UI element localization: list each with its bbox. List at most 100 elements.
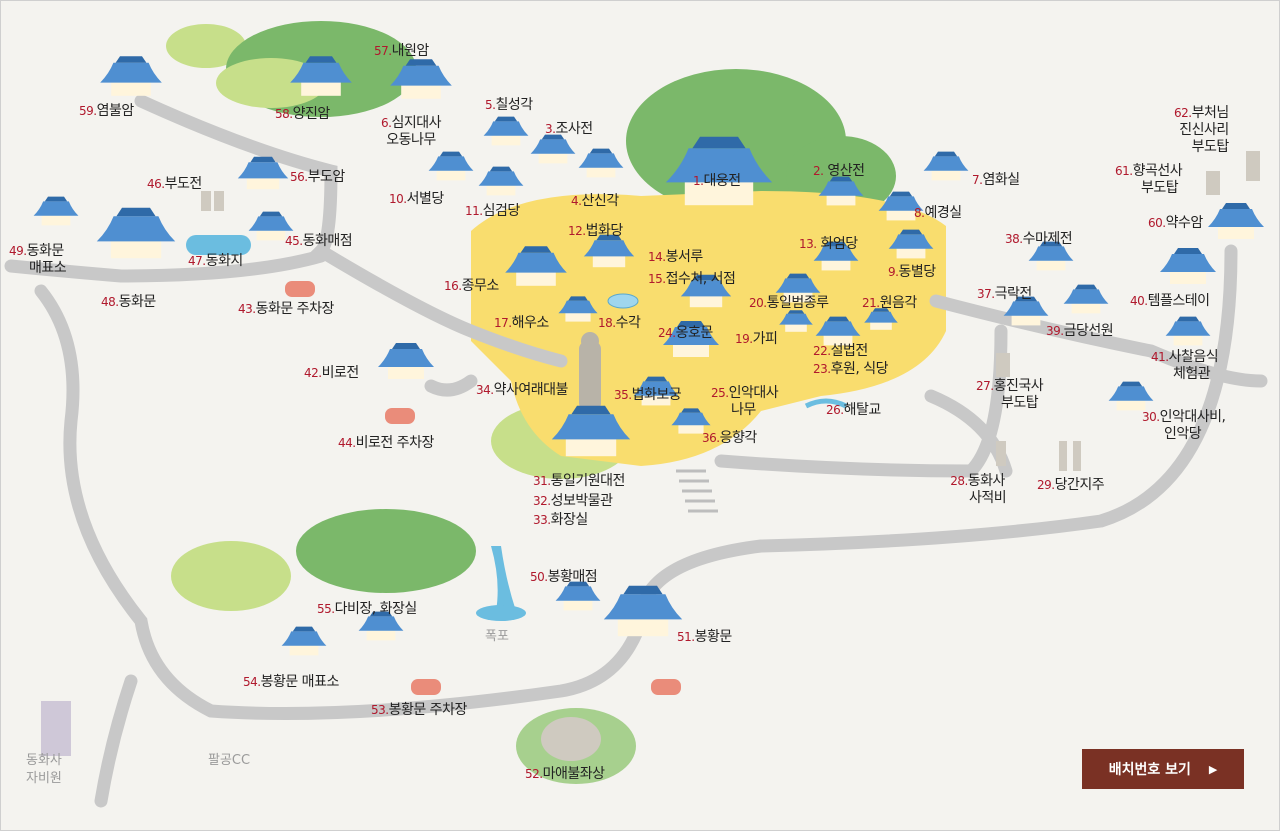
label-bonghwang-store[interactable]: 50.봉황매점 xyxy=(530,569,598,585)
building-icon xyxy=(888,229,934,259)
label-hwaeomdang[interactable]: 13. 화엄당 xyxy=(799,236,858,252)
building-icon xyxy=(633,376,679,406)
building-icon xyxy=(680,274,732,308)
roads xyxy=(4,94,1268,808)
label-dabijang[interactable]: 55.다비장, 화장실 xyxy=(317,601,417,617)
label-budojeon[interactable]: 46.부도전 xyxy=(147,176,202,192)
label-seolbeopjeon[interactable]: 22.설법전 xyxy=(813,343,868,359)
building-icon xyxy=(1208,203,1264,239)
building-icon xyxy=(1108,381,1154,411)
label-tongil-bell[interactable]: 20.통일범종루 xyxy=(749,295,829,311)
donghwaji-pond xyxy=(186,235,251,255)
building-icon xyxy=(1028,241,1074,271)
building-icon xyxy=(1165,316,1211,346)
label-yegyeongsil[interactable]: 8.예경실 xyxy=(914,205,962,221)
label-dongbyeoldang[interactable]: 9.동별당 xyxy=(888,264,936,280)
arrow-right-icon: ▶ xyxy=(1208,762,1218,776)
label-golf: 팔공CC xyxy=(208,753,251,768)
building-icon xyxy=(96,207,176,259)
building-icon xyxy=(505,246,567,286)
label-yaksuam[interactable]: 60.약수암 xyxy=(1148,215,1203,231)
label-tongil-daejeon[interactable]: 31.통일기원대전 xyxy=(533,473,625,489)
label-josajeon[interactable]: 3.조사전 xyxy=(545,121,593,137)
label-waterfall: 폭포 xyxy=(485,629,509,644)
label-haetalgyo[interactable]: 26.해탈교 xyxy=(826,402,881,418)
building-icon xyxy=(1160,248,1216,284)
label-sugak[interactable]: 18.수각 xyxy=(598,315,641,331)
label-bongseoru[interactable]: 14.봉서루 xyxy=(648,249,703,265)
building-icon xyxy=(478,166,524,196)
label-bonghwangmun[interactable]: 51.봉황문 xyxy=(677,629,732,645)
label-museum[interactable]: 32.성보박물관 xyxy=(533,493,613,509)
label-bonghwangmun-parking[interactable]: 53.봉황문 주차장 xyxy=(371,702,467,718)
label-yeomhwasil[interactable]: 7.염화실 xyxy=(972,172,1020,188)
show-numbers-button[interactable]: 배치번호 보기 ▶ xyxy=(1082,749,1244,789)
label-huwon[interactable]: 23.후원, 식당 xyxy=(813,361,889,377)
buildings xyxy=(33,56,1264,656)
label-birojeon[interactable]: 42.비로전 xyxy=(304,365,359,381)
label-gapi[interactable]: 19.가피 xyxy=(735,331,778,347)
building-icon xyxy=(390,59,452,99)
label-sumajejeon[interactable]: 38.수마제전 xyxy=(1005,231,1073,247)
label-reception[interactable]: 15.접수처, 서점 xyxy=(648,271,736,287)
label-donghwamun[interactable]: 48.동화문 xyxy=(101,294,156,310)
building-icon xyxy=(671,408,711,434)
building-icon xyxy=(813,241,859,271)
label-templestay[interactable]: 40.템플스테이 xyxy=(1130,293,1210,309)
label-chilseonggak[interactable]: 5.칠성각 xyxy=(485,97,533,113)
building-icon xyxy=(663,321,719,357)
label-haeuso[interactable]: 17.해우소 xyxy=(494,315,549,331)
label-bonghwangmun-ticket[interactable]: 54.봉황문 매표소 xyxy=(243,674,339,690)
label-sansingak[interactable]: 4.산신각 xyxy=(571,193,619,209)
label-donghwa-store[interactable]: 45.동화매점 xyxy=(285,233,353,249)
label-geungnakjeon[interactable]: 37.극락전 xyxy=(977,286,1032,302)
label-seobyeoldang[interactable]: 10.서별당 xyxy=(389,191,444,207)
label-simgeomdang[interactable]: 11.심검당 xyxy=(465,203,520,219)
show-numbers-label: 배치번호 보기 xyxy=(1108,762,1191,778)
building-icon xyxy=(100,56,162,96)
label-birojeon-parking[interactable]: 44.비로전 주차장 xyxy=(338,435,434,451)
label-maaebul[interactable]: 52.마애불좌상 xyxy=(525,766,605,782)
label-restroom[interactable]: 33.화장실 xyxy=(533,512,588,528)
label-beophwabogung[interactable]: 35.법화보궁 xyxy=(614,387,682,403)
label-onghomun[interactable]: 24.옹호문 xyxy=(658,325,713,341)
waterfall xyxy=(491,546,516,611)
label-jabiwon-2: 자비원 xyxy=(26,771,62,786)
building-icon xyxy=(864,308,898,330)
label-danggan[interactable]: 29.당간지주 xyxy=(1037,477,1105,493)
building-icon xyxy=(578,148,624,178)
label-daeungjeon[interactable]: 1.대웅전 xyxy=(693,173,741,189)
building-icon xyxy=(378,343,434,379)
label-geumdang[interactable]: 39.금당선원 xyxy=(1046,323,1114,339)
label-donghwamun-parking[interactable]: 43.동화문 주차장 xyxy=(238,301,334,317)
building-icon xyxy=(779,310,813,332)
building-icon xyxy=(237,156,289,190)
label-jabiwon-1: 동화사 xyxy=(26,753,62,768)
label-naewonam[interactable]: 57.내원암 xyxy=(374,43,429,59)
label-eunghyanggak[interactable]: 36.응향각 xyxy=(702,430,757,446)
label-inakdaesabi[interactable]: 30.인악대사비,인악당 xyxy=(1142,409,1226,442)
building-icon xyxy=(555,581,601,611)
label-donghwaji[interactable]: 47.동화지 xyxy=(188,253,243,269)
buddha-statue xyxy=(579,332,601,411)
label-yeombulam[interactable]: 59.염불암 xyxy=(79,103,134,119)
label-budoam[interactable]: 56.부도암 xyxy=(290,169,345,185)
label-beophwadang[interactable]: 12.법화당 xyxy=(568,223,623,239)
label-yeongsanjeon[interactable]: 2. 영산전 xyxy=(813,163,865,179)
label-jongmuso[interactable]: 16.종무소 xyxy=(444,278,499,294)
building-icon xyxy=(530,134,576,164)
label-woneumgak[interactable]: 21.원음각 xyxy=(862,295,917,311)
label-yaksa-buddha[interactable]: 34.약사여래대불 xyxy=(476,382,568,398)
building-icon xyxy=(878,191,924,221)
label-yangjinam[interactable]: 58.양진암 xyxy=(275,106,330,122)
